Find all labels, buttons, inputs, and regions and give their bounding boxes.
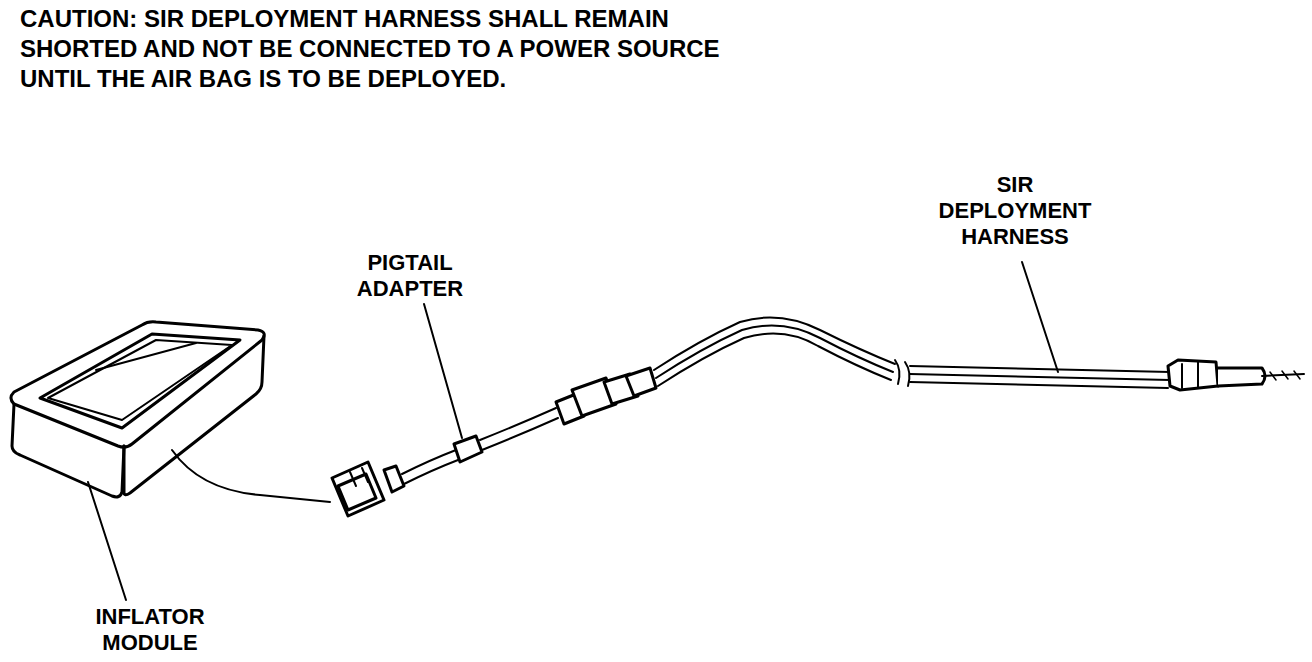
part-label: SIR DEPLOYMENT HARNESS [930, 172, 1100, 250]
harness-connector [556, 368, 656, 424]
leader-line [88, 482, 126, 600]
shorting-plug [1168, 360, 1304, 390]
caution-note: CAUTION: SIR DEPLOYMENT HARNESS SHALL RE… [20, 4, 720, 94]
part-label: INFLATOR MODULE [70, 604, 230, 656]
leader-line [424, 304, 462, 438]
inflator-module-drawing [11, 322, 264, 497]
pigtail-connector [332, 462, 404, 516]
part-label: PIGTAIL ADAPTER [340, 250, 480, 302]
leader-line [1022, 262, 1058, 372]
